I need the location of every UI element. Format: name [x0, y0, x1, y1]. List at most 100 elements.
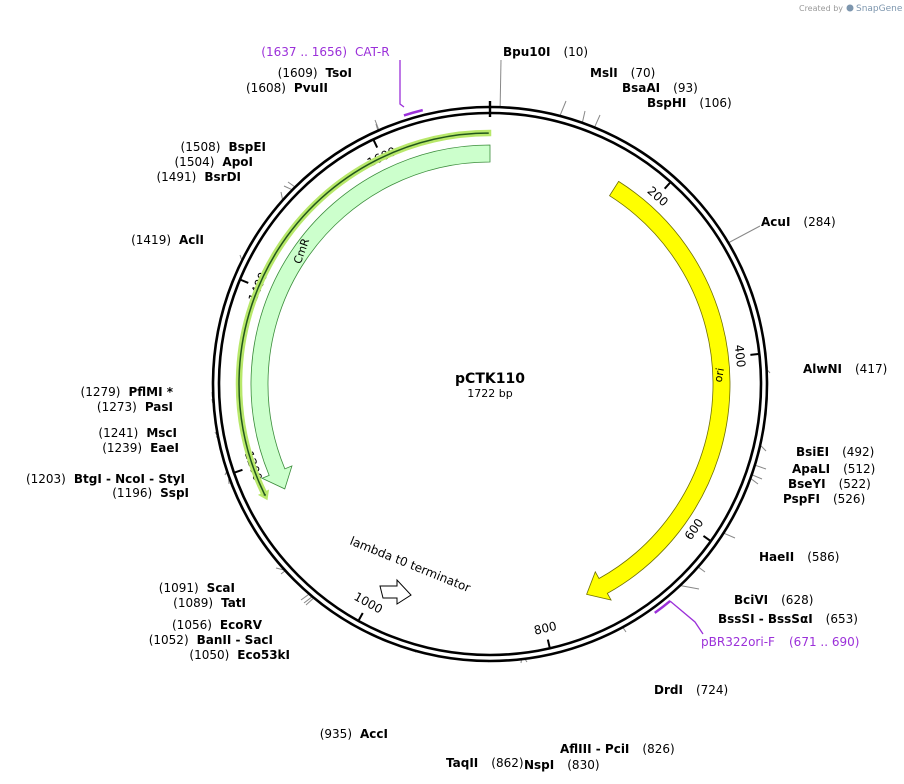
site-position: (1609) [278, 66, 318, 80]
site-position: (862) [491, 756, 523, 770]
site-name: EaeI [150, 441, 179, 455]
leader-bsiei [760, 445, 767, 452]
site-position: (522) [839, 477, 871, 491]
site-name: NspI [524, 758, 554, 772]
site-drdi: DrdI(724) [654, 683, 728, 697]
leader-pspfi [750, 478, 759, 485]
site-name: BseYI [788, 477, 826, 491]
tick-mark [240, 278, 249, 284]
site-bpu10i: Bpu10I(10) [503, 45, 588, 59]
snapgene-logo-icon [846, 4, 854, 12]
site-name: BtgI - NcoI - StyI [74, 472, 185, 486]
leader-btgi-ncoi-styi [224, 471, 227, 476]
site-msci: MscI(1241) [98, 426, 177, 440]
site-name: BspHI [647, 96, 686, 110]
site-position: (1050) [189, 648, 229, 662]
primer-coords-cat-r: (1637 .. 1656) [261, 45, 347, 59]
primer-name-cat-r: CAT-R [355, 45, 390, 59]
site-position: (1056) [172, 618, 212, 632]
site-name: BsrDI [204, 170, 241, 184]
primer-name-pbr322ori-f: pBR322ori-F [701, 635, 775, 649]
leader-banii-saci [303, 596, 312, 604]
feature-ori [586, 180, 731, 601]
tick-mark [702, 535, 711, 542]
site-bseyi: BseYI (522) [788, 477, 871, 491]
site-position: (830) [567, 758, 599, 772]
site-position: (1491) [156, 170, 196, 184]
site-acli: AclI (1419) [131, 233, 204, 247]
leader-drdi [622, 627, 627, 633]
site-position: (1279) [81, 385, 121, 399]
site-position: (628) [781, 593, 813, 607]
site-acci: AccI(935) [320, 727, 388, 741]
primer-leader-cat-r [399, 60, 405, 108]
site-alwni: AlwNI (417) [803, 362, 887, 376]
feature-cmr-highlight [235, 129, 492, 501]
leader-apoi [283, 185, 292, 190]
site-name: PspFI [783, 492, 820, 506]
site-name: AcuI [761, 215, 790, 229]
site-position: (586) [807, 550, 839, 564]
leader-bcivi [698, 567, 706, 573]
site-leader-lines [211, 59, 771, 664]
site-position: (492) [842, 445, 874, 459]
site-name: BssSI - BssSαI [718, 612, 813, 626]
tick-mark [750, 353, 759, 356]
site-bsphi: BspHI (106) [647, 96, 732, 110]
leader-eco53ki [305, 598, 314, 606]
leader-bsphi [594, 114, 601, 127]
site-position: (1273) [97, 400, 137, 414]
primer-coords-pbr322ori-f: (671 .. 690) [789, 635, 859, 649]
feature-label-ori: ori [712, 367, 727, 383]
site-banii-saci: BanII - SacI(1052) [149, 633, 273, 647]
site-name: BsaAI [622, 81, 660, 95]
snapgene-credit: Created by SnapGene [799, 4, 903, 14]
site-name: TsoI [326, 66, 352, 80]
leader-tsoi [374, 119, 380, 130]
tick-label: 400 [732, 344, 748, 368]
site-position: (1419) [131, 233, 171, 247]
site-name: AclI [179, 233, 204, 247]
site-name: ApaLI [792, 462, 830, 476]
site-scai: ScaI(1091) [159, 581, 235, 595]
site-name: MslI [590, 66, 618, 80]
site-bcivi: BciVI(628) [734, 593, 813, 607]
site-position: (826) [642, 742, 674, 756]
site-name: BspEI [228, 140, 266, 154]
plasmid-length: 1722 bp [467, 387, 512, 400]
leader-tati [280, 570, 285, 575]
site-eco53ki: Eco53kI (1050) [189, 648, 290, 662]
site-tati: TatI(1089) [173, 596, 246, 610]
site-name: TatI [221, 596, 246, 610]
leader-scai [275, 567, 284, 571]
site-position: (10) [563, 45, 588, 59]
site-bsiei: BsiEI(492) [796, 445, 874, 459]
site-position: (106) [699, 96, 731, 110]
tick-label: 800 [533, 619, 558, 638]
site-apoi: ApoI(1504) [175, 155, 254, 169]
site-position: (1203) [26, 472, 66, 486]
site-position: (1241) [98, 426, 138, 440]
site-name: AlwNI [803, 362, 842, 376]
leader-acli [239, 254, 243, 260]
site-taqii: TaqII(862) [446, 756, 524, 770]
leader-bsaai [582, 110, 586, 122]
site-name: Eco53kI [237, 648, 290, 662]
primer-mark-pbr322ori-f [654, 599, 672, 614]
feature-cmr [250, 144, 491, 490]
primer-mark-cat-r [403, 108, 424, 117]
site-pasi: PasI(1273) [97, 400, 173, 414]
site-pflmi: PflMI *(1279) [81, 385, 174, 399]
leader-pvuii [375, 123, 379, 130]
site-msli: MslI(70) [590, 66, 655, 80]
leader-bseyi [752, 474, 763, 480]
site-position: (284) [803, 215, 835, 229]
tick-label: 1000 [352, 589, 386, 616]
primer-leader-pbr322ori-f [669, 600, 704, 635]
site-sspi: SspI(1196) [112, 486, 189, 500]
site-position: (653) [826, 612, 858, 626]
site-tsoi: TsoI (1609) [278, 66, 352, 80]
site-ecorv: EcoRV(1056) [172, 618, 263, 632]
site-eaei: EaeI(1239) [102, 441, 179, 455]
site-position: (417) [855, 362, 887, 376]
